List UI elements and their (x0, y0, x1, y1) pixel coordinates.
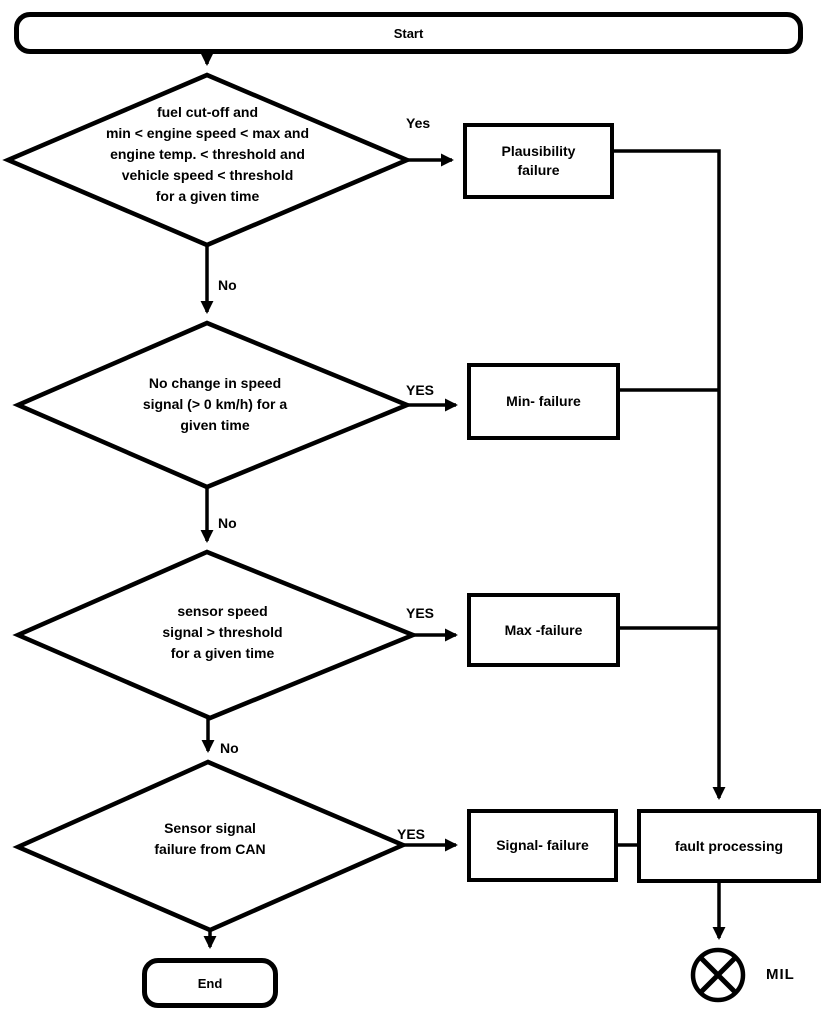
process-min-failure: Min- failure (467, 363, 620, 440)
start-label: Start (393, 25, 424, 41)
edge-label-no-1: No (218, 277, 237, 293)
process-label: fault processing (674, 837, 784, 854)
edge-label-yes-4: YES (397, 826, 426, 842)
edge-label-yes-3: YES (406, 605, 435, 621)
decision-text-signal: Sensor signal failure from CAN (154, 820, 266, 857)
process-label: Plausibility failure (501, 143, 576, 178)
mil-label: MIL (766, 966, 795, 983)
decision-text-max: sensor speed signal > threshold for a gi… (162, 603, 283, 661)
process-label: Max -failure (504, 621, 583, 638)
end-node: End (142, 958, 278, 1008)
end-label: End (197, 975, 223, 991)
edge-label-no-2: No (218, 515, 237, 531)
edge-trunk-to-fault-processing (614, 149, 726, 800)
process-label: Signal- failure (496, 837, 589, 853)
decision-diamond-max (12, 549, 419, 721)
process-signal-failure: Signal- failure (467, 809, 618, 882)
mil-lamp-icon (690, 947, 746, 1003)
process-max-failure: Max -failure (467, 593, 620, 667)
start-node: Start (14, 12, 803, 54)
process-plausibility-failure: Plausibility failure (463, 123, 614, 199)
connectors (200, 52, 726, 949)
process-label: Min- failure (506, 393, 581, 409)
decision-text-plausibility: fuel cut-off and min < engine speed < ma… (105, 104, 310, 204)
decision-text-min: No change in speed signal (> 0 km/h) for… (142, 375, 288, 433)
process-fault-processing: fault processing (637, 809, 821, 883)
edge-label-no-3: No (220, 740, 239, 756)
edge-label-yes-2: YES (406, 382, 435, 398)
edge-label-yes-1: Yes (406, 115, 431, 131)
